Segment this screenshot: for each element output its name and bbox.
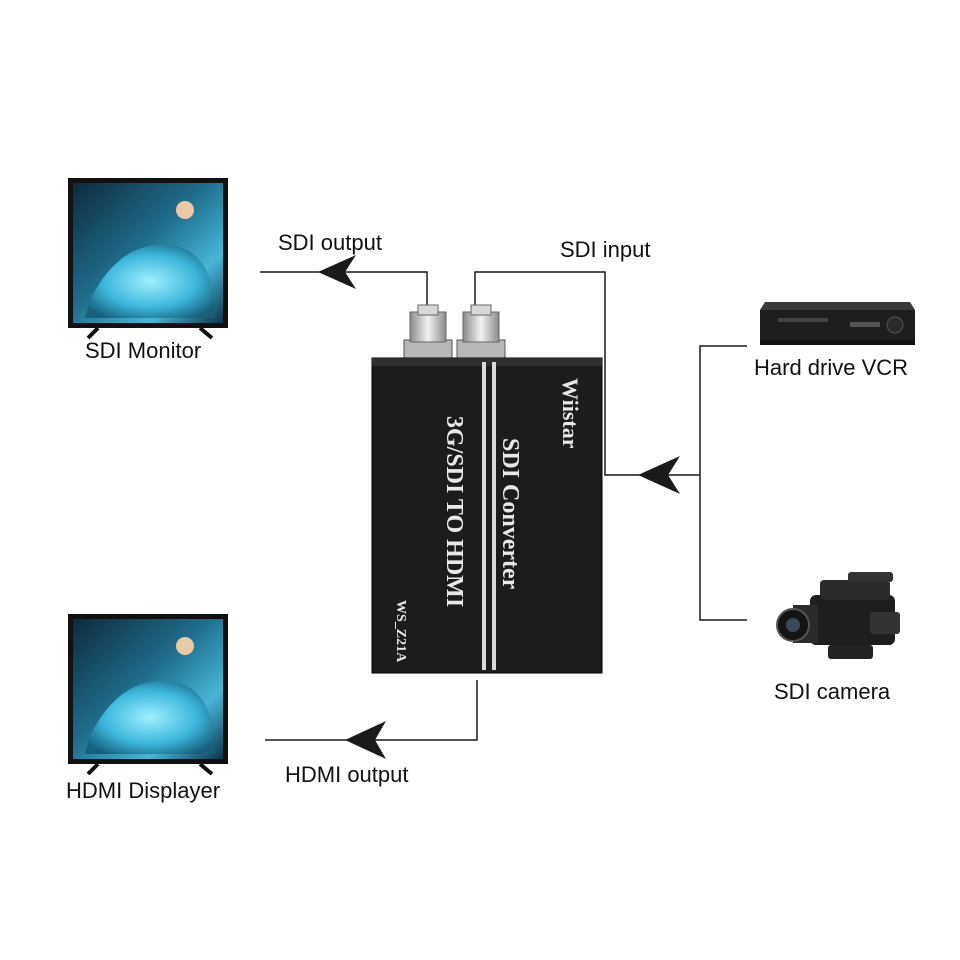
- converter-subtitle: 3G/SDI TO HDMI: [441, 416, 467, 607]
- converter-stripe: [492, 362, 496, 670]
- hdmi-output-line: [265, 680, 478, 741]
- converter-stripe: [482, 362, 486, 670]
- sdi-camera-label: SDI camera: [774, 679, 891, 704]
- hard-drive-vcr-device: [760, 302, 915, 345]
- sdi-camera-device: [776, 572, 900, 659]
- converter-brand-logo: Wiistar: [558, 378, 583, 449]
- hard-drive-vcr-label: Hard drive VCR: [754, 355, 908, 380]
- sdi-output-arrow-icon: [318, 255, 356, 289]
- hdmi-displayer-figure: [85, 680, 215, 754]
- sdi-output-label: SDI output: [278, 230, 382, 255]
- connection-lines: [260, 271, 747, 741]
- sdi-input-line: [474, 271, 700, 476]
- converter-title: SDI Converter: [497, 438, 523, 590]
- bnc-connector-right: [456, 304, 506, 363]
- converter-body: [371, 357, 603, 674]
- sdi-converter-device: Wiistar SDI Converter 3G/SDI TO HDMI WS_…: [371, 304, 603, 674]
- sdi-monitor-figure-head: [176, 201, 194, 219]
- hdmi-displayer-tv: [68, 614, 228, 776]
- sdi-monitor-tv: [68, 178, 228, 340]
- hdmi-output-label: HDMI output: [285, 762, 409, 787]
- source-bus-line: [699, 345, 747, 621]
- converter-model: WS_Z21A: [393, 600, 408, 663]
- sdi-input-arrow-icon: [638, 456, 680, 494]
- hdmi-displayer-label: HDMI Displayer: [66, 778, 220, 803]
- hdmi-output-arrow-icon: [345, 721, 386, 759]
- sdi-monitor-label: SDI Monitor: [85, 338, 201, 363]
- bnc-connector-left: [403, 304, 453, 363]
- sdi-monitor-figure: [85, 244, 215, 318]
- hdmi-displayer-figure-head: [176, 637, 194, 655]
- sdi-input-label: SDI input: [560, 237, 651, 262]
- sdi-output-line: [260, 271, 428, 312]
